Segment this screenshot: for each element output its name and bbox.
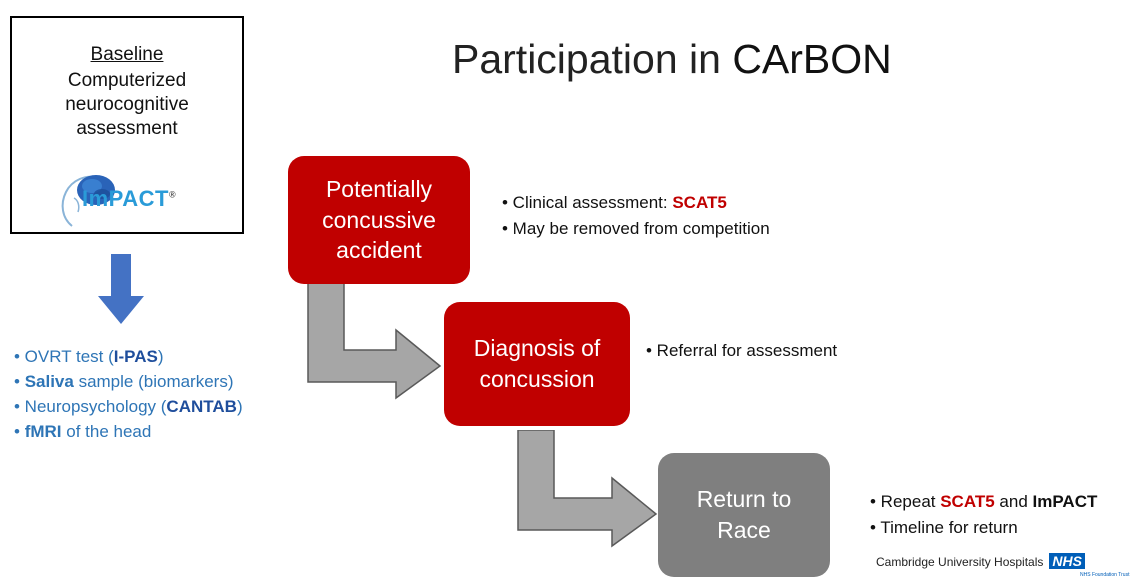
accident-bullets: • Clinical assessment: SCAT5 • May be re… <box>502 190 770 242</box>
nhs-footer-logo: Cambridge University Hospitals NHS <box>876 553 1085 569</box>
footer-subtitle: NHS Foundation Trust <box>1080 572 1130 578</box>
list-item: • fMRI of the head <box>14 422 152 441</box>
nhs-badge: NHS <box>1049 553 1085 569</box>
page-title: Participation in CArBON <box>452 36 892 83</box>
list-item: • May be removed from competition <box>502 219 770 238</box>
baseline-box: Baseline Computerized neurocognitive ass… <box>10 16 244 234</box>
impact-logo <box>61 175 115 227</box>
title-prefix: Participation in <box>452 36 733 82</box>
list-item: • Referral for assessment <box>646 341 838 360</box>
down-arrow-icon <box>98 254 144 324</box>
baseline-heading: Baseline <box>90 44 164 65</box>
impact-logo-text: ImPACT® <box>82 186 177 211</box>
list-item: • Saliva sample (biomarkers) <box>14 372 234 391</box>
return-bullets: • Repeat SCAT5 and ImPACT • Timeline for… <box>870 489 1097 541</box>
bent-arrow-icon-2 <box>517 430 658 548</box>
list-item: • Clinical assessment: SCAT5 <box>502 193 727 212</box>
accident-box: Potentially concussive accident <box>288 156 470 284</box>
title-emphasis: CArBON <box>732 36 892 82</box>
baseline-line-3: assessment <box>76 118 178 139</box>
diagnosis-line-2: concussion <box>479 366 595 392</box>
bent-arrow-icon-1 <box>307 280 442 400</box>
return-line-1: Return to <box>696 486 792 513</box>
baseline-tests-list: • OVRT test (I-PAS) • Saliva sample (bio… <box>14 344 243 444</box>
return-box: Return to Race <box>658 453 830 577</box>
list-item: • Repeat SCAT5 and ImPACT <box>870 492 1098 511</box>
baseline-line-2: neurocognitive <box>65 94 189 115</box>
footer-org: Cambridge University Hospitals <box>876 555 1044 569</box>
accident-line-1: Potentially <box>325 176 433 203</box>
list-item: • Neuropsychology (CANTAB) <box>14 397 243 416</box>
diagnosis-line-1: Diagnosis of <box>473 335 601 362</box>
diagnosis-box: Diagnosis of concussion <box>444 302 630 426</box>
list-item: • OVRT test (I-PAS) <box>14 347 164 366</box>
baseline-line-1: Computerized <box>67 70 187 91</box>
accident-line-3: accident <box>336 237 422 264</box>
diagnosis-bullets: • Referral for assessment <box>646 338 837 364</box>
accident-line-2: concussive <box>322 206 436 233</box>
list-item: • Timeline for return <box>870 518 1018 537</box>
return-line-2: Race <box>717 517 771 543</box>
